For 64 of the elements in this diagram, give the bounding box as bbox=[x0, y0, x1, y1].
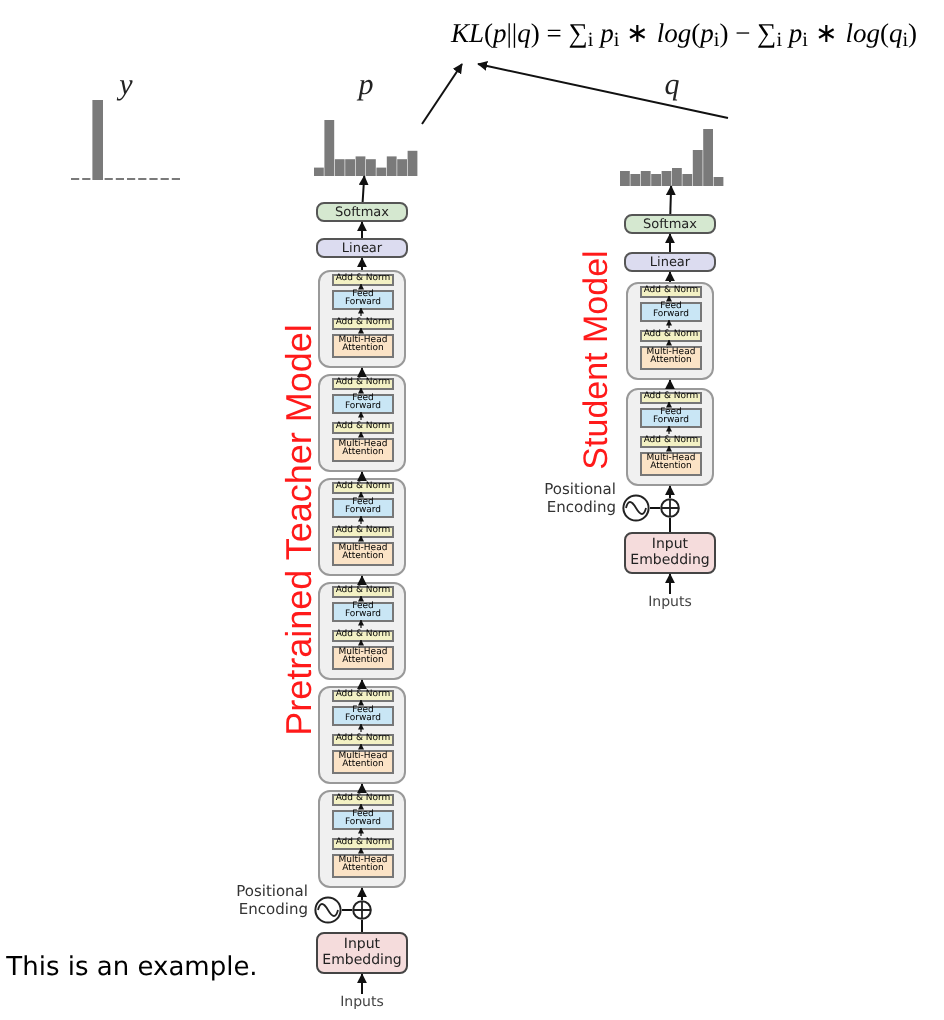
adder-symbol bbox=[352, 900, 372, 920]
arrow bbox=[358, 619, 364, 629]
encoder-block bbox=[318, 686, 406, 784]
arrow bbox=[358, 491, 364, 498]
arrow bbox=[666, 401, 672, 408]
arrow bbox=[357, 471, 367, 482]
histogram bbox=[620, 126, 724, 186]
arrow bbox=[357, 973, 367, 995]
arrow bbox=[357, 575, 367, 586]
encoder-block bbox=[626, 388, 714, 486]
arrow bbox=[357, 367, 367, 378]
distribution-label: p bbox=[355, 72, 376, 102]
encoder-block bbox=[318, 478, 406, 576]
arrow bbox=[358, 387, 364, 394]
arrow bbox=[477, 61, 729, 119]
arrow bbox=[666, 339, 672, 346]
arrow bbox=[358, 411, 364, 421]
arrow bbox=[665, 379, 675, 390]
encoder-block bbox=[318, 582, 406, 680]
encoder-block bbox=[626, 282, 714, 380]
arrow bbox=[666, 425, 672, 435]
arrow bbox=[358, 639, 364, 646]
arrow bbox=[358, 431, 364, 438]
arrow bbox=[358, 595, 364, 602]
arrow bbox=[665, 185, 676, 215]
arrow bbox=[665, 573, 675, 595]
arrow bbox=[666, 295, 672, 302]
arrow bbox=[358, 699, 364, 706]
arrow bbox=[357, 887, 367, 901]
model-title: Pretrained Teacher Model bbox=[277, 324, 321, 736]
arrow bbox=[357, 679, 367, 690]
arrow bbox=[358, 827, 364, 837]
histogram bbox=[314, 120, 418, 176]
arrow bbox=[357, 257, 367, 271]
note: This is an example. bbox=[6, 950, 258, 987]
arrow bbox=[358, 283, 364, 290]
model-title: Student Model bbox=[574, 250, 617, 470]
arrow bbox=[358, 743, 364, 750]
arrow bbox=[358, 535, 364, 542]
formula: KL(p||q) = ∑$_{i}$ p$_{i}$ ∗ log(p$_{i}$) − ∑$_{i}$ p$_{i}$ ∗ log(q$_{i}$) bbox=[428, 4, 940, 64]
arrow bbox=[358, 803, 364, 810]
arrow bbox=[665, 485, 675, 499]
arrow bbox=[666, 319, 672, 329]
arrow bbox=[665, 233, 675, 253]
arrow bbox=[358, 723, 364, 733]
arrow bbox=[358, 307, 364, 317]
arrow bbox=[358, 515, 364, 525]
arrow bbox=[421, 63, 463, 125]
distribution-label: q bbox=[662, 72, 682, 102]
encoder-block bbox=[318, 374, 406, 472]
encoder-block bbox=[318, 790, 406, 888]
distribution-label: y bbox=[115, 72, 135, 102]
arrow bbox=[358, 175, 369, 203]
arrow bbox=[358, 327, 364, 334]
encoder-block bbox=[318, 270, 406, 368]
arrow bbox=[358, 847, 364, 854]
sine-wave-symbol bbox=[314, 896, 342, 924]
arrow bbox=[665, 271, 675, 283]
arrow bbox=[357, 783, 367, 794]
arrow bbox=[357, 221, 367, 239]
sine-wave-symbol bbox=[622, 494, 650, 522]
arrow bbox=[666, 445, 672, 452]
histogram bbox=[70, 100, 182, 180]
adder-symbol bbox=[660, 498, 680, 518]
